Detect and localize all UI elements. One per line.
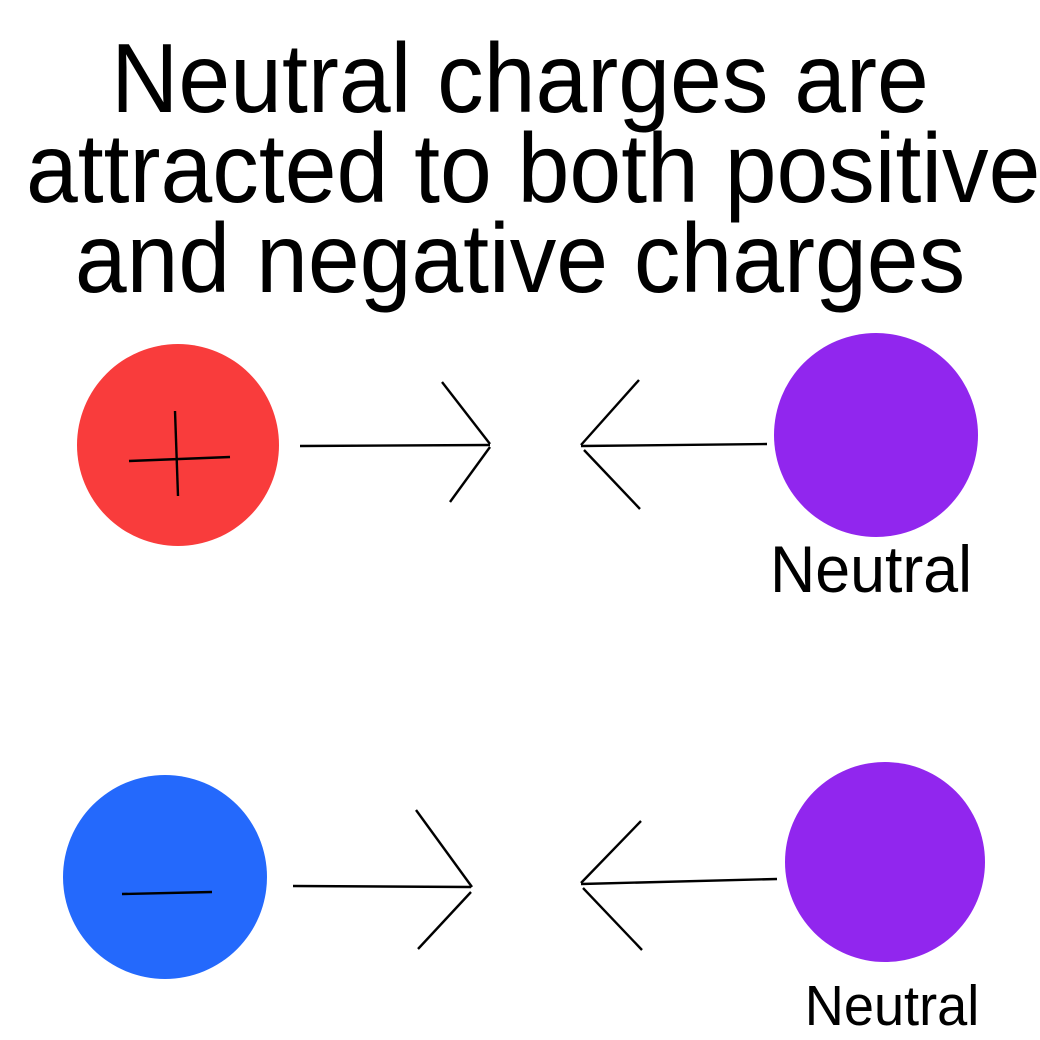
attraction-arrow-right-bottom — [292, 809, 473, 950]
title-line-3: and negative charges — [74, 203, 966, 313]
plus-symbol — [128, 410, 231, 497]
arrow-barb-lower — [449, 446, 491, 503]
arrow-barb-upper — [580, 379, 640, 446]
title-line-2: attracted to both positive — [26, 113, 1040, 223]
attraction-arrow-left-top — [580, 379, 768, 510]
neutral-label-top: Neutral — [770, 533, 972, 607]
arrow-barb-upper — [415, 809, 473, 888]
arrow-barb-upper — [580, 820, 642, 884]
arrow-barb-lower — [417, 891, 472, 950]
arrow-barb-lower — [582, 887, 643, 951]
title-line-1: Neutral charges are — [111, 23, 929, 133]
positive-charge-circle — [77, 344, 279, 546]
plus-vertical-stroke — [173, 410, 180, 497]
arrow-shaft — [292, 884, 472, 889]
minus-symbol — [121, 890, 213, 896]
arrow-shaft — [580, 877, 778, 886]
attraction-arrow-right-top — [299, 381, 491, 503]
neutral-label-bottom: Neutral — [805, 974, 980, 1038]
arrow-barb-lower — [583, 449, 641, 510]
arrow-shaft — [580, 442, 768, 448]
diagram-title: Neutral charges are attracted to both po… — [26, 23, 1040, 313]
neutral-charge-circle-bottom — [785, 762, 985, 962]
arrow-shaft — [299, 443, 491, 448]
negative-charge-circle — [63, 775, 267, 979]
arrow-barb-upper — [441, 381, 491, 445]
attraction-arrow-left-bottom — [580, 820, 778, 951]
plus-horizontal-stroke — [128, 455, 231, 463]
minus-horizontal-stroke — [121, 890, 213, 896]
neutral-charge-circle-top — [774, 333, 978, 537]
